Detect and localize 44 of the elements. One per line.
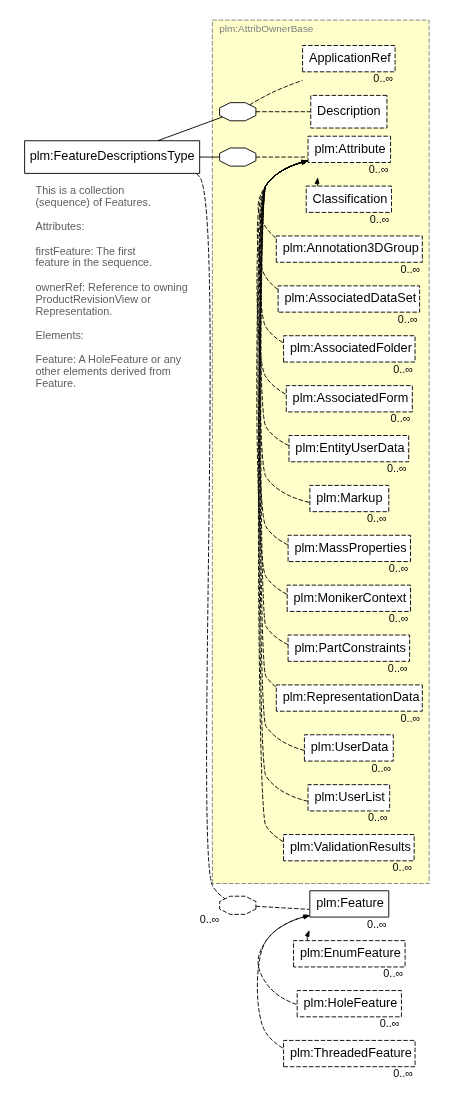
arrow xyxy=(256,914,310,1049)
node-label: 0..∞ xyxy=(199,913,220,926)
node-label: 0..∞ xyxy=(373,72,394,85)
node-label: 0..∞ xyxy=(386,462,407,475)
node-label: 0..∞ xyxy=(369,212,390,225)
node-label: 0..∞ xyxy=(388,562,409,575)
node-label: 0..∞ xyxy=(371,761,392,774)
node-label: This is a collection (sequence) of Features. xyxy=(35,183,151,208)
node-box: Description xyxy=(310,94,388,129)
node-label: ownerRef: Reference to owning ProductRevisionView or Representation. xyxy=(35,280,188,317)
connector xyxy=(157,116,223,142)
connector xyxy=(199,156,220,158)
node-box: plm:FeatureDescriptionsType xyxy=(24,140,201,174)
node-label: Attributes: xyxy=(35,220,85,233)
arrow xyxy=(257,914,310,1005)
node-label: firstFeature: The first feature in the sequence. xyxy=(35,244,153,269)
node-octagon xyxy=(219,102,257,122)
node-label: 0..∞ xyxy=(383,967,404,980)
node-label: 0..∞ xyxy=(366,917,387,930)
arrow xyxy=(314,177,320,187)
node-label: 0..∞ xyxy=(393,362,414,375)
node-label: 0..∞ xyxy=(379,1017,400,1030)
node-label: 0..∞ xyxy=(397,312,418,325)
node-octagon xyxy=(219,147,257,167)
node-label: 0..∞ xyxy=(366,512,387,525)
node-label: 0..∞ xyxy=(390,412,411,425)
node-label: 0..∞ xyxy=(400,711,421,724)
node-label: 0..∞ xyxy=(393,1067,414,1080)
connector xyxy=(196,173,226,900)
node-label: 0..∞ xyxy=(392,861,413,874)
node-label: Feature: A HoleFeature or any other elements derived from Feature. xyxy=(35,353,182,390)
connector xyxy=(255,905,310,910)
connector xyxy=(249,79,303,106)
node-label: 0..∞ xyxy=(400,262,421,275)
arrow xyxy=(304,930,310,941)
node-label: 0..∞ xyxy=(368,163,389,176)
node-label: Elements: xyxy=(35,329,84,341)
node-octagon xyxy=(219,895,257,915)
connector xyxy=(255,111,312,113)
node-label: 0..∞ xyxy=(388,611,409,624)
connector xyxy=(255,156,309,158)
arrow xyxy=(258,159,310,503)
node-label: 0..∞ xyxy=(367,811,388,824)
node-label: 0..∞ xyxy=(387,661,408,674)
